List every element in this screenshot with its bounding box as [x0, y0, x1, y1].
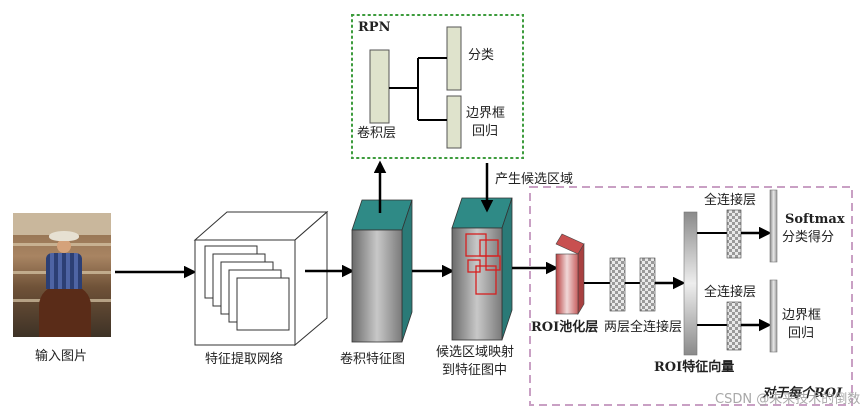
proposal-gen-label: 产生候选区域: [495, 172, 574, 187]
softmax-bar: [769, 189, 778, 263]
rpn-cls-box: [446, 26, 462, 91]
softmax-label: Softmax: [785, 212, 845, 227]
fc-top: [726, 209, 742, 259]
fc-bottom: [726, 301, 742, 351]
roi-vector-label: ROI特征向量: [654, 360, 735, 375]
roi-frame: [529, 186, 853, 406]
bbox-out-label-1: 边界框: [782, 308, 822, 323]
proposal-map-label-2: 到特征图中: [442, 363, 508, 378]
rpn-label: RPN: [358, 20, 391, 35]
proposal-box: [485, 255, 501, 271]
rpn-branch-lines: [389, 57, 447, 121]
fc-top-label: 全连接层: [704, 193, 757, 208]
bbox-out-label-2: 回归: [788, 326, 815, 341]
roi-feature-vector: [683, 211, 698, 356]
rpn-conv-box: [369, 49, 390, 124]
rpn-bbox-label-1: 边界框: [466, 106, 506, 121]
per-roi-label: 对于每个ROI: [762, 386, 843, 401]
rpn-classify-label: 分类: [468, 48, 495, 63]
rpn-reg-box: [446, 95, 462, 149]
fc-layer-2: [639, 257, 656, 312]
roi-pool-block: [555, 233, 585, 316]
proposal-box: [465, 233, 487, 257]
bbox-bar: [769, 279, 778, 353]
rpn-frame: [351, 14, 524, 159]
conv-feature-map: [351, 199, 413, 343]
input-image-label: 输入图片: [35, 349, 88, 364]
proposal-feature-map: [451, 197, 513, 341]
roi-pool-label: ROI池化层: [531, 320, 599, 335]
two-fc-label: 两层全连接层: [604, 320, 683, 335]
conv-feature-map-label: 卷积特征图: [340, 352, 406, 367]
class-score-label: 分类得分: [782, 230, 835, 245]
fc-layer-1: [609, 257, 626, 312]
csdn-watermark: CSDN @未来技术的倒数: [715, 392, 861, 407]
feature-net-cube: [193, 210, 329, 347]
rpn-bbox-label-2: 回归: [472, 124, 499, 139]
feature-net-label: 特征提取网络: [205, 352, 284, 367]
rpn-conv-label: 卷积层: [357, 126, 397, 141]
fc-bottom-label: 全连接层: [704, 285, 757, 300]
proposal-map-label-1: 候选区域映射: [436, 345, 515, 360]
input-image: [13, 213, 111, 337]
